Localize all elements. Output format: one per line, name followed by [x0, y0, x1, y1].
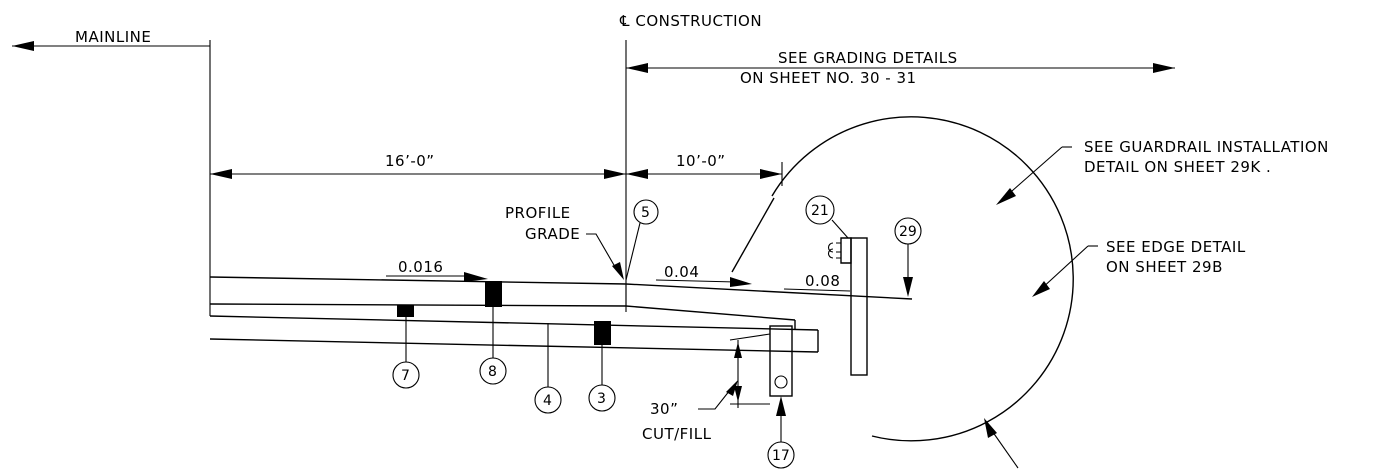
pavement-section: [209, 276, 913, 353]
svg-text:5: 5: [641, 205, 650, 221]
detail-circle: [731, 116, 1074, 442]
cut-fill-dimension: 30” CUT/FILL: [642, 333, 771, 443]
svg-text:4: 4: [543, 393, 552, 409]
guardrail-note-line2: DETAIL ON SHEET 29K .: [1084, 158, 1271, 176]
svg-text:3: 3: [597, 391, 606, 407]
edge-detail-note: SEE EDGE DETAIL ON SHEET 29B: [1032, 238, 1246, 297]
callout-5: 5: [625, 199, 659, 281]
grading-note-line2: ON SHEET NO. 30 - 31: [740, 69, 917, 87]
cut-fill-label: CUT/FILL: [642, 425, 712, 443]
callout-29: 29: [894, 217, 922, 297]
guardrail-note-line1: SEE GUARDRAIL INSTALLATION: [1084, 138, 1329, 156]
cut-fill-value: 30”: [650, 400, 678, 418]
dimension-16ft: 16’-0”: [210, 152, 626, 179]
dimension-16ft-label: 16’-0”: [385, 152, 435, 170]
profile-grade-line1: PROFILE: [505, 204, 571, 222]
profile-grade-note: PROFILE GRADE: [505, 204, 624, 280]
shoulder-post: [769, 325, 793, 397]
callout-7: 7: [392, 317, 420, 389]
arc-leader-bottom: [984, 418, 1019, 469]
slope-008: 0.08: [783, 272, 851, 292]
slope-004-label: 0.04: [664, 263, 699, 281]
edge-note-line1: SEE EDGE DETAIL: [1106, 238, 1246, 256]
guardrail-note: SEE GUARDRAIL INSTALLATION DETAIL ON SHE…: [996, 138, 1329, 205]
slope-008-label: 0.08: [805, 272, 840, 290]
mainline-dimension: MAINLINE: [12, 28, 210, 51]
callout-21: 21: [805, 195, 849, 239]
svg-text:7: 7: [401, 368, 410, 384]
svg-text:29: 29: [899, 224, 917, 240]
marker-7: [397, 305, 414, 317]
grading-details-note: SEE GRADING DETAILS ON SHEET NO. 30 - 31: [626, 49, 1175, 87]
callout-8: 8: [479, 307, 507, 385]
callout-3: 3: [588, 345, 616, 412]
svg-text:21: 21: [811, 203, 829, 219]
centerline-construction-label: ℄ CONSTRUCTION: [619, 12, 762, 30]
mainline-label: MAINLINE: [75, 28, 151, 46]
callout-4: 4: [534, 347, 562, 414]
dimension-10ft-label: 10’-0”: [676, 152, 726, 170]
slope-0016: 0.016: [386, 258, 488, 282]
svg-text:8: 8: [488, 364, 497, 380]
dimension-10ft: 10’-0”: [626, 152, 783, 186]
slope-004: 0.04: [655, 263, 752, 287]
guardrail-post: [827, 237, 868, 376]
svg-text:17: 17: [772, 448, 790, 464]
grading-note-line1: SEE GRADING DETAILS: [778, 49, 958, 67]
edge-note-line2: ON SHEET 29B: [1106, 258, 1223, 276]
slope-0016-label: 0.016: [398, 258, 443, 276]
marker-3: [594, 321, 611, 345]
callout-17: 17: [767, 396, 795, 469]
profile-grade-line2: GRADE: [525, 225, 580, 243]
marker-8: [485, 281, 502, 307]
